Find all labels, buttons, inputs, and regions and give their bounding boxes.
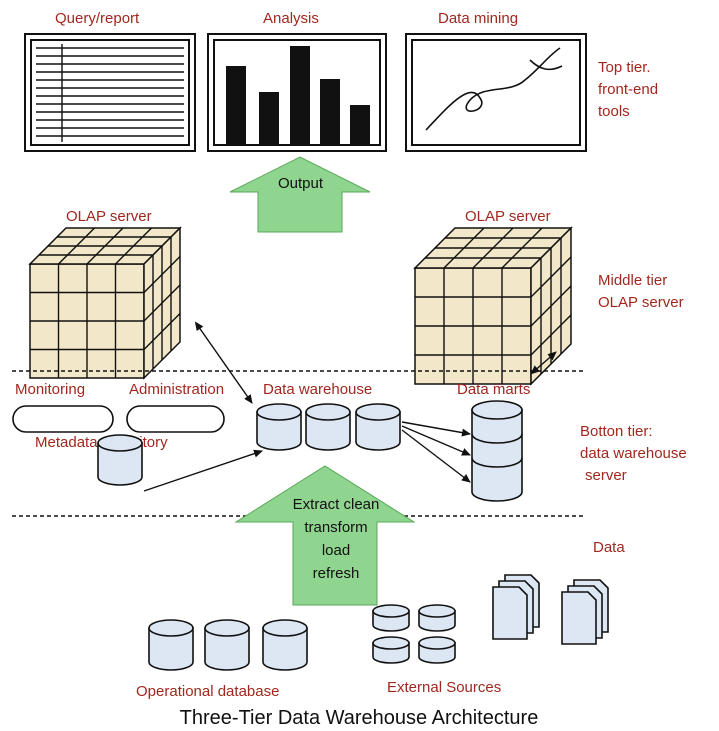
analysis-bar-4 (320, 79, 340, 144)
top-tier-label-3: tools (598, 103, 630, 120)
warehouse-mart-arrow-2 (401, 425, 471, 456)
data-label: Data (593, 539, 625, 556)
data-mining-label: Data mining (438, 10, 518, 27)
analysis-label: Analysis (263, 10, 319, 27)
etl-label-4: refresh (313, 565, 360, 582)
warehouse-cylinder (305, 403, 351, 451)
data-mining-screen (405, 33, 587, 152)
analysis-bar-3 (290, 46, 310, 144)
administration-pill (126, 405, 225, 433)
analysis-bar-2 (259, 92, 279, 144)
warehouse-mart-arrow-1 (401, 421, 471, 437)
diagram-caption: Three-Tier Data Warehouse Architecture (180, 707, 539, 729)
operational-db-cylinder (148, 619, 194, 671)
olap-warehouse-arrow (194, 321, 253, 404)
external-source-cylinder (372, 604, 410, 632)
document-stack-left (492, 574, 540, 640)
data-document-stacks (492, 574, 609, 645)
bottom-tier-label-1: Botton tier: (580, 423, 653, 440)
analysis-screen (207, 33, 387, 152)
top-tier-label-2: front-end (598, 81, 658, 98)
monitoring-pill (12, 405, 114, 433)
query-report-label: Query/report (55, 10, 140, 27)
middle-tier-label-1: Middle tier (598, 272, 667, 289)
report-table-lines (36, 44, 184, 142)
metadata-cylinder (97, 434, 143, 486)
olap-server-left-label: OLAP server (66, 208, 152, 225)
data-mining-curve (425, 47, 563, 131)
query-report-screen (24, 33, 196, 152)
etl-label-2: transform (304, 519, 367, 536)
data-warehouse-cylinders (256, 403, 401, 451)
monitoring-label: Monitoring (15, 381, 85, 398)
warehouse-cylinder (355, 403, 401, 451)
metadata-warehouse-arrow (143, 449, 263, 492)
administration-label: Administration (129, 381, 224, 398)
warehouse-mart-arrow-3 (401, 429, 471, 483)
metadata-repository-cylinder (97, 434, 143, 486)
olap-cube-left (28, 226, 182, 380)
analysis-bar-1 (226, 66, 246, 144)
middle-tier-label-2: OLAP server (598, 294, 684, 311)
etl-label-1: Extract clean (293, 496, 380, 513)
output-arrow (229, 156, 371, 233)
external-source-cylinder (418, 604, 456, 632)
external-source-cylinder (372, 636, 410, 664)
output-label: Output (278, 175, 324, 192)
operational-database-cylinders (148, 619, 308, 671)
data-warehouse-label: Data warehouse (263, 381, 372, 398)
external-source-cylinder (418, 636, 456, 664)
operational-database-label: Operational database (136, 683, 279, 700)
external-sources-cylinders (372, 604, 456, 664)
analysis-bar-5 (350, 105, 370, 144)
top-tier-label-1: Top tier. (598, 59, 651, 76)
bottom-tier-label-2: data warehouse (580, 445, 687, 462)
operational-db-cylinder (204, 619, 250, 671)
warehouse-cylinder (256, 403, 302, 451)
external-sources-label: External Sources (387, 679, 501, 696)
marts-olap-arrow (530, 351, 557, 375)
bottom-tier-label-3: server (585, 467, 627, 484)
olap-cube-right (413, 226, 573, 386)
operational-db-cylinder (262, 619, 308, 671)
data-marts-cylinder (471, 400, 523, 502)
data-marts-label: Data marts (457, 381, 530, 398)
etl-label-3: load (322, 542, 350, 559)
olap-server-right-label: OLAP server (465, 208, 551, 225)
document-stack-right (561, 579, 609, 645)
etl-arrow (234, 465, 416, 606)
